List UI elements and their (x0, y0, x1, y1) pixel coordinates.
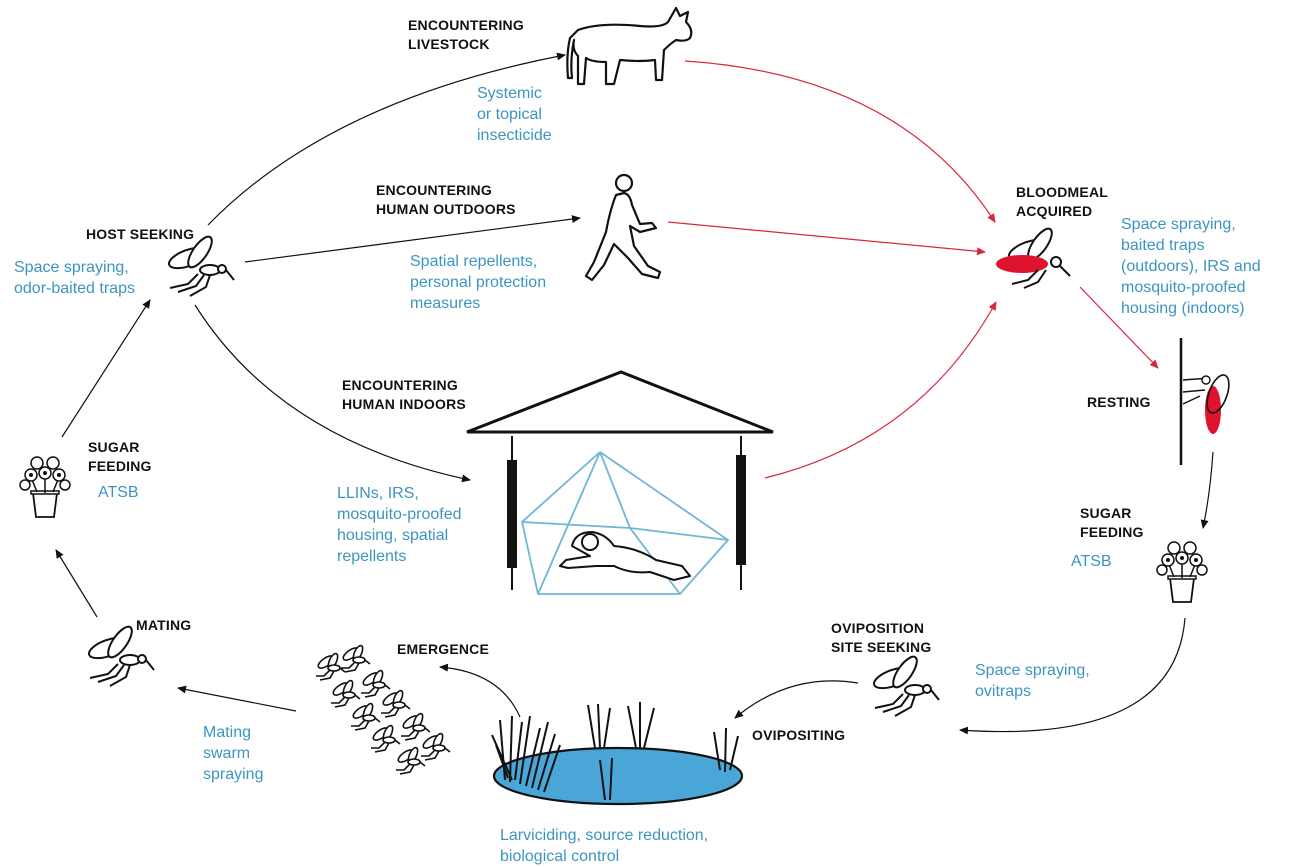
stage-label-bloodmeal: BLOODMEAL ACQUIRED (1016, 184, 1109, 219)
arrow-bloodmeal-to-resting (1079, 286, 1159, 369)
stage-label-ovipositing: OVIPOSITING (752, 727, 846, 743)
arrow-resting-to-sugar (1200, 451, 1214, 529)
emerging-mosquitoes-icon (315, 643, 451, 775)
intervention-host-seeking: Space spraying, odor-baited traps (14, 259, 135, 297)
cow-icon (566, 6, 693, 86)
pond-icon (491, 702, 744, 806)
sleeping-person-icon (559, 531, 691, 581)
intervention-outdoors: Spatial repellents, personal protection … (410, 253, 547, 312)
stage-label-mating: MATING (136, 617, 192, 633)
arrow-mating-to-sugar (55, 549, 98, 618)
intervention-oviposition-site: Space spraying, ovitraps (975, 662, 1090, 700)
intervention-larval: Larviciding, source reduction, biologica… (500, 827, 709, 865)
walking-person-icon (584, 173, 662, 282)
mosquito-icon (870, 652, 940, 717)
flower-pot-icon (19, 456, 71, 518)
intervention-mating: Mating swarm spraying (203, 724, 264, 783)
stage-label-oviposition-site: OVIPOSITION SITE SEEKING (831, 620, 932, 655)
arrow-sugar-to-oviposition (959, 617, 1186, 735)
stage-label-indoors: ENCOUNTERING HUMAN INDOORS (342, 377, 466, 412)
arrow-mating-swarm (177, 685, 297, 712)
arrow-host-to-indoors (194, 304, 471, 483)
stage-label-outdoors: ENCOUNTERING HUMAN OUTDOORS (376, 182, 516, 217)
stage-label-livestock: ENCOUNTERING LIVESTOCK (408, 17, 524, 52)
intervention-indoors: LLINs, IRS, mosquito-proofed housing, sp… (337, 485, 462, 565)
bed-net-icon (521, 451, 730, 595)
arrow-outdoors-to-bloodmeal (667, 221, 986, 256)
stage-label-host-seeking: HOST SEEKING (86, 226, 195, 242)
arrow-indoors-to-bloodmeal (764, 301, 997, 479)
flower-pot-icon (1156, 541, 1208, 603)
intervention-sugar-left: ATSB (98, 484, 139, 501)
intervention-livestock: Systemic or topical insecticide (477, 85, 552, 144)
house-icon (466, 370, 774, 590)
arrow-oviposition-to-pond (734, 680, 859, 719)
stage-label-emergence: EMERGENCE (397, 641, 490, 657)
arrow-sugar-to-host (61, 299, 151, 438)
arrow-livestock-to-bloodmeal (684, 60, 996, 223)
arrow-host-to-outdoors (244, 215, 581, 263)
stage-label-sugar-feeding-left: SUGAR FEEDING (88, 439, 152, 474)
arrow-host-to-livestock (207, 52, 566, 226)
stage-label-sugar-feeding-right: SUGAR FEEDING (1080, 505, 1144, 540)
stage-label-resting: RESTING (1087, 394, 1151, 410)
blood-fed-mosquito-icon (996, 227, 1071, 289)
resting-mosquito-icon (1179, 338, 1230, 465)
arrow-pond-to-emergence (439, 663, 521, 718)
intervention-sugar-right: ATSB (1071, 553, 1112, 570)
intervention-bloodmeal: Space spraying, baited traps (outdoors),… (1121, 216, 1261, 317)
